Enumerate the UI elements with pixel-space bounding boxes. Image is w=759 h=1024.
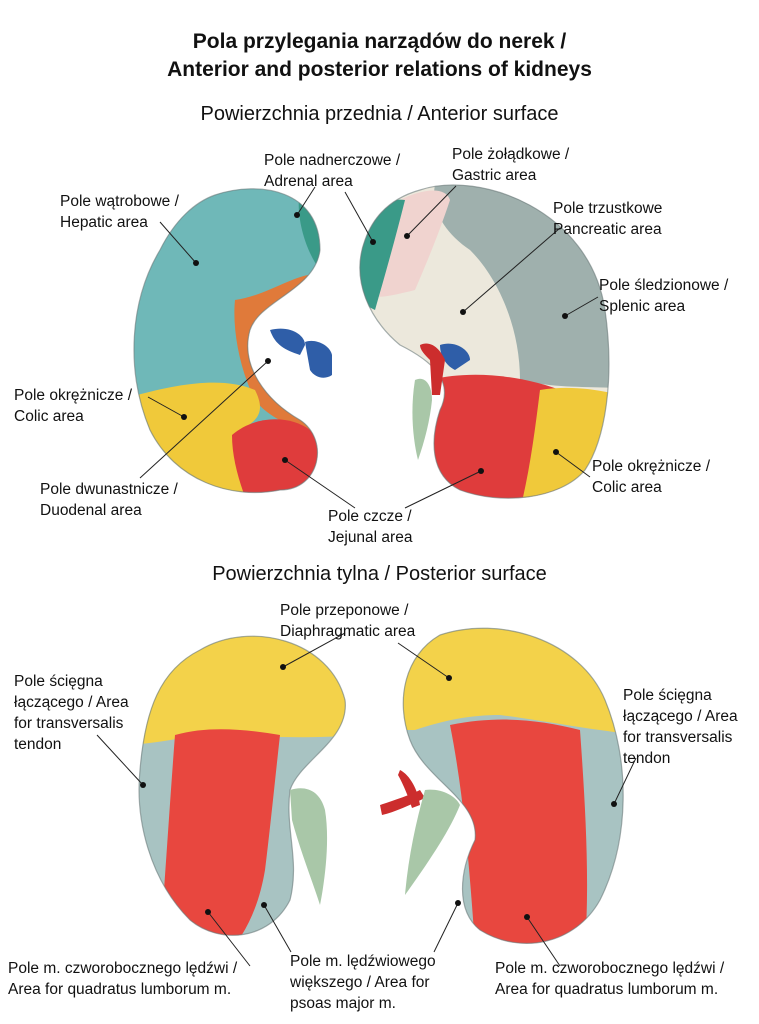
leader-adrenal-left bbox=[296, 186, 316, 216]
leader-transversalis-left bbox=[96, 734, 144, 786]
label-adrenal-area: Pole nadnerczowe /Adrenal area bbox=[264, 152, 401, 190]
posterior-heading: Powierzchnia tylna / Posterior surface bbox=[212, 563, 547, 585]
leader-hepatic bbox=[159, 221, 197, 264]
label-gastric-area: Pole żołądkowe /Gastric area bbox=[452, 146, 570, 184]
diagram-title-line-2: Anterior and posterior relations of kidn… bbox=[167, 58, 592, 81]
label-diaphragmatic-area: Pole przeponowe /Diaphragmatic area bbox=[280, 602, 416, 640]
leader-jejunal-right bbox=[404, 470, 482, 509]
leader-quadratus-left bbox=[207, 911, 251, 967]
label-hepatic-area: Pole wątrobowe /Hepatic area bbox=[60, 193, 179, 231]
leader-colic-right bbox=[555, 451, 591, 478]
leader-lines bbox=[96, 185, 637, 967]
label-quadratus-lumborum-left: Pole m. czworobocznego lędźwi /Area for … bbox=[8, 960, 238, 998]
renal-vein-left-shape bbox=[270, 328, 305, 355]
leader-transversalis-right bbox=[613, 757, 637, 805]
leader-diaphragmatic-right bbox=[397, 642, 450, 679]
leader-dots bbox=[140, 212, 617, 920]
label-quadratus-lumborum-right: Pole m. czworobocznego lędźwi /Area for … bbox=[495, 960, 725, 998]
diagram-title-line-1: Pola przylegania narządów do nerek / bbox=[192, 30, 567, 53]
leader-psoas-right bbox=[433, 902, 459, 953]
label-colic-area-right: Pole okrężnicze /Colic area bbox=[592, 458, 711, 496]
renal-vein-left-end bbox=[305, 340, 332, 378]
leader-splenic bbox=[564, 296, 599, 317]
anterior-heading: Powierzchnia przednia / Anterior surface bbox=[200, 103, 559, 125]
leader-pancreatic bbox=[462, 227, 561, 313]
leader-quadratus-right bbox=[526, 916, 561, 967]
leader-adrenal-right bbox=[344, 191, 374, 243]
posterior-left-kidney bbox=[138, 635, 346, 936]
leader-diaphragmatic-left bbox=[282, 632, 346, 668]
label-duodenal-area: Pole dwunastnicze /Duodenal area bbox=[40, 481, 178, 519]
leader-duodenal bbox=[139, 360, 269, 479]
leader-psoas-left bbox=[263, 904, 292, 953]
leader-jejunal-left bbox=[284, 459, 356, 509]
leader-colic-left bbox=[147, 396, 185, 418]
posterior-right-kidney bbox=[380, 627, 624, 944]
leader-gastric bbox=[406, 185, 457, 237]
label-colic-area-left: Pole okrężnicze /Colic area bbox=[14, 387, 133, 425]
label-splenic-area: Pole śledzionowe /Splenic area bbox=[599, 277, 729, 315]
label-jejunal-area: Pole czcze /Jejunal area bbox=[328, 508, 413, 546]
